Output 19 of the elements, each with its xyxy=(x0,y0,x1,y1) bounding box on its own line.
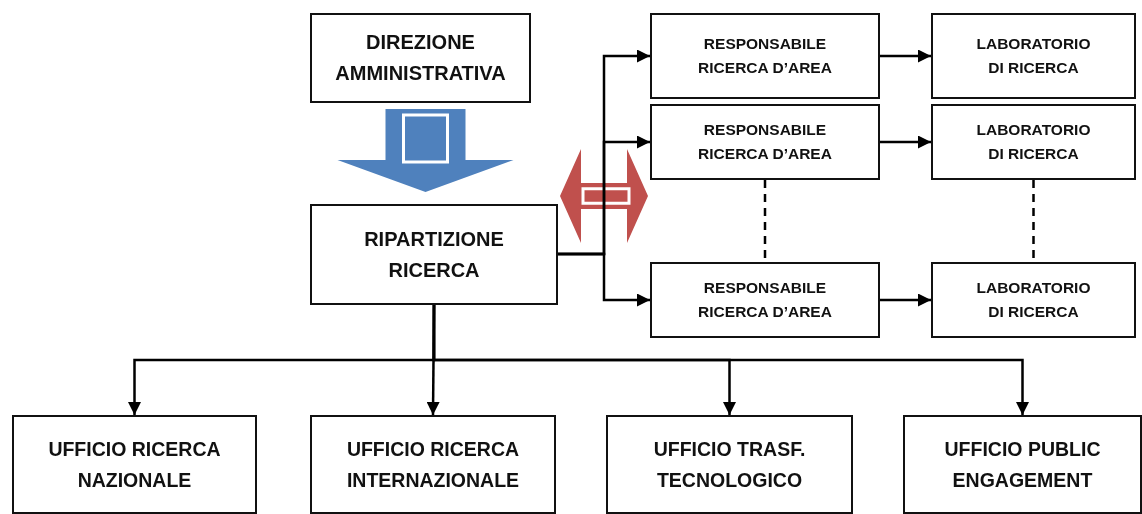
arrow xyxy=(432,305,1029,415)
org-box: RIPARTIZIONE RICERCA xyxy=(310,204,558,305)
arrow xyxy=(880,49,931,63)
org-box: LABORATORIO DI RICERCA xyxy=(931,104,1136,180)
org-box: UFFICIO RICERCA NAZIONALE xyxy=(12,415,257,514)
org-box: LABORATORIO DI RICERCA xyxy=(931,13,1136,99)
org-box: UFFICIO RICERCA INTERNAZIONALE xyxy=(310,415,556,514)
org-box: RESPONSABILE RICERCA D’AREA xyxy=(650,262,880,338)
org-box: RESPONSABILE RICERCA D’AREA xyxy=(650,104,880,180)
block-arrow xyxy=(560,149,648,243)
org-box: RESPONSABILE RICERCA D’AREA xyxy=(650,13,880,99)
org-box: UFFICIO PUBLIC ENGAGEMENT xyxy=(903,415,1142,514)
block-arrow xyxy=(337,109,514,192)
arrow xyxy=(880,135,931,149)
org-box: UFFICIO TRASF. TECNOLOGICO xyxy=(606,415,853,514)
arrow xyxy=(880,293,931,307)
org-box: LABORATORIO DI RICERCA xyxy=(931,262,1136,338)
arrow xyxy=(558,252,650,307)
org-box: DIREZIONE AMMINISTRATIVA xyxy=(310,13,531,103)
